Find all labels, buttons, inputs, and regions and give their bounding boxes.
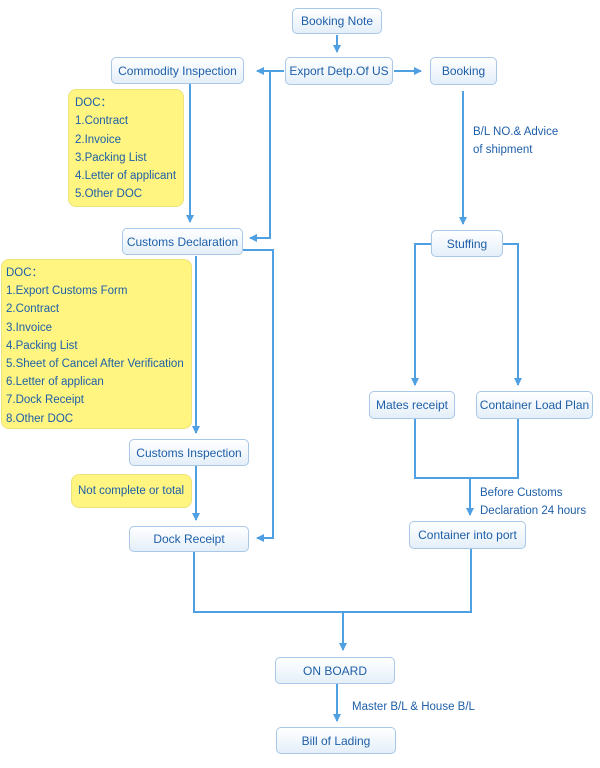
node-export-dept[interactable]: Export Detp.Of US [285,57,393,85]
doc-item: 3.Packing List [75,151,147,164]
doc-item: 2.Contract [6,303,60,316]
doc-item: 5.Other DOC [75,188,143,201]
node-booking-note[interactable]: Booking Note [292,8,382,34]
note-not-complete: Not complete or total [71,474,192,508]
doc-item: 4.Letter of applicant [75,170,177,183]
label-bl-advice: B/L NO.& Advice of shipment [473,123,558,159]
node-commodity-inspection[interactable]: Commodity Inspection [111,57,244,84]
label-line: Before Customs [480,487,563,499]
doc-item: 8.Other DOC [6,412,74,425]
node-customs-inspection[interactable]: Customs Inspection [129,439,249,466]
connector-mates-merge [414,419,519,479]
node-dock-receipt[interactable]: Dock Receipt [129,526,249,552]
node-mates-receipt[interactable]: Mates receipt [369,391,455,419]
arrow-export-to-declaration [249,71,271,242]
label-before-customs: Before Customs Declaration 24 hours [480,484,586,520]
node-customs-declaration[interactable]: Customs Declaration [122,228,243,255]
doc-item: 1.Export Customs Form [6,285,128,298]
doc-item: 2.Invoice [75,133,122,146]
label-line: of shipment [473,144,533,156]
doc-note-title: DOC： [75,97,113,109]
doc-item: 3.Invoice [6,321,53,334]
arrow-stuffing-to-loadplan [503,243,522,386]
node-on-board[interactable]: ON BOARD [275,657,395,684]
doc-item: 4.Packing List [6,339,78,352]
arrow-declaration-to-dock [243,249,274,542]
node-container-into-port[interactable]: Container into port [409,521,526,549]
doc-item: 1.Contract [75,115,129,128]
doc-note-title: DOC： [6,267,44,279]
label-master-house-bl: Master B/L & House B/L [352,701,475,713]
note-not-complete-text: Not complete or total [78,484,185,497]
node-booking[interactable]: Booking [430,57,497,85]
doc-item: 5.Sheet of Cancel After Verification [6,358,184,371]
doc-item: 6.Letter of applican [6,376,104,389]
label-line: Declaration 24 hours [480,505,587,517]
node-bill-of-lading[interactable]: Bill of Lading [276,727,396,754]
doc-item: 7.Dock Receipt [6,394,84,407]
arrow-stuffing-to-mates [411,243,431,386]
doc-note-customs: DOC： 1.Export Customs Form 2.Contract 3.… [1,259,192,429]
node-container-load-plan[interactable]: Container Load Plan [476,391,593,419]
doc-note-commodity: DOC： 1.Contract 2.Invoice 3.Packing List… [68,89,184,207]
connector-onboard-merge [193,549,472,613]
node-stuffing[interactable]: Stuffing [431,230,503,257]
label-line: B/L NO.& Advice [473,126,559,138]
